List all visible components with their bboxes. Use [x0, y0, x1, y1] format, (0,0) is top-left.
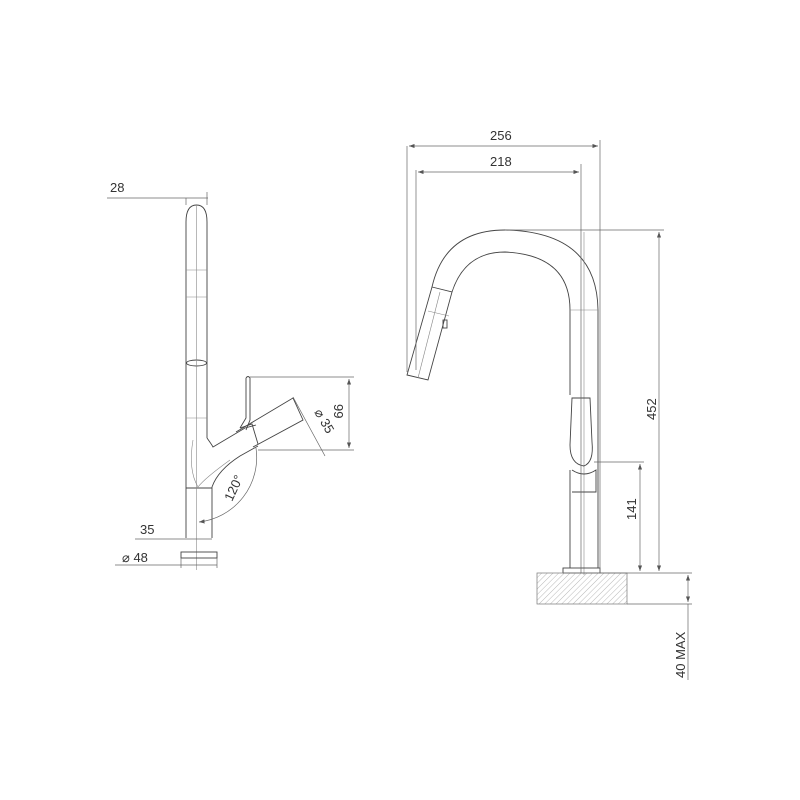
handle-lever — [235, 376, 304, 448]
tap-body-side — [180, 204, 259, 570]
dim-label-35: 35 — [140, 522, 154, 537]
dim-label-256: 256 — [490, 128, 512, 143]
dim-arc-120 — [198, 447, 257, 524]
base-plate — [562, 567, 601, 574]
spout — [431, 229, 599, 575]
dim-label-218: 218 — [490, 154, 512, 169]
handle-front — [569, 397, 597, 493]
countertop-section — [536, 572, 628, 605]
dim-label-40-max: 40 MAX — [673, 631, 688, 678]
dim-label-99: 99 — [331, 404, 346, 418]
front-view: 256 218 452 141 40 MAX — [406, 128, 692, 680]
dim-label-452: 452 — [644, 398, 659, 420]
dim-line-diameter-35 — [292, 396, 326, 457]
dim-label-141: 141 — [624, 498, 639, 520]
spray-head — [406, 286, 453, 381]
dim-label-28: 28 — [110, 180, 124, 195]
dim-label-48: ⌀ 48 — [122, 550, 148, 565]
side-view: 28 35 ⌀ 48 99 ⌀ 35 120° — [107, 180, 354, 570]
